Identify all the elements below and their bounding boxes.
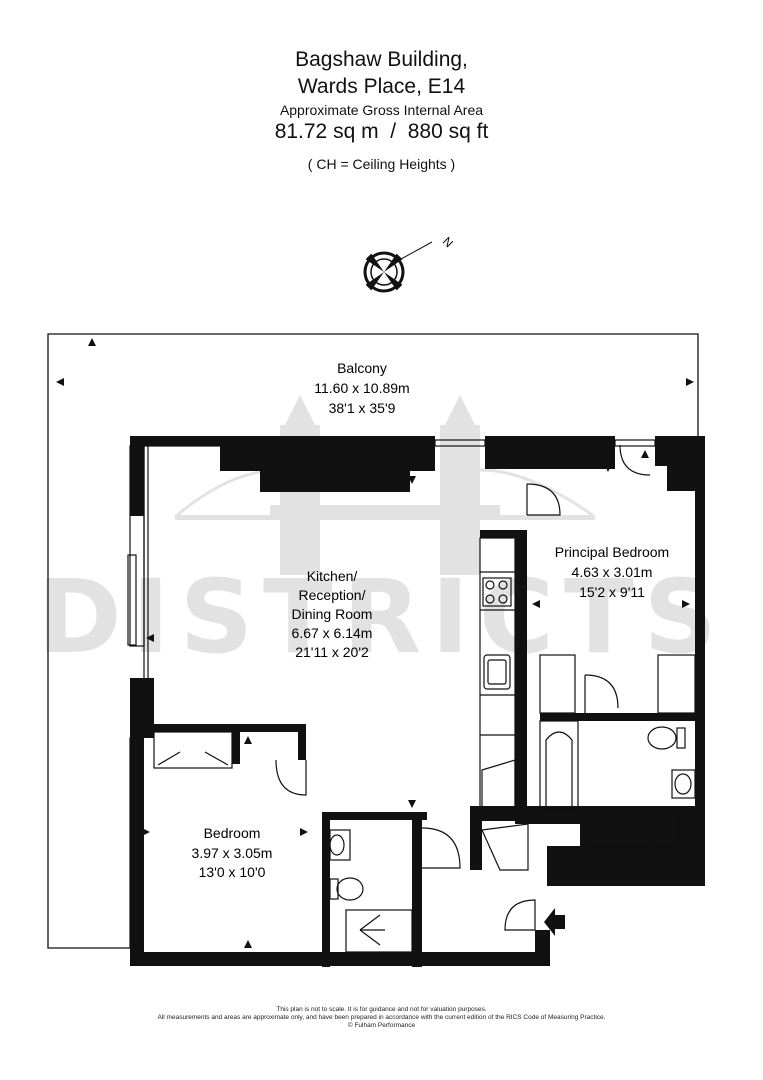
balcony-metric: 11.60 x 10.89m [314, 380, 409, 396]
balcony-name: Balcony [337, 360, 387, 376]
balcony-imperial: 38'1 x 35'9 [329, 400, 396, 416]
sink-icon [483, 654, 511, 690]
hob-icon [482, 577, 512, 607]
plan-header: Bagshaw Building, Wards Place, E14 Appro… [0, 46, 763, 173]
kitchen-metric: 6.67 x 6.14m [292, 625, 373, 641]
bedroom-wardrobe [153, 731, 307, 796]
toilet-icon [647, 726, 686, 750]
watermark: DISTRICTS [37, 395, 727, 677]
compass-north-label: N [440, 234, 456, 250]
second-toilet-icon [329, 877, 364, 901]
kitchen-imperial: 21'11 x 20'2 [295, 644, 369, 660]
kitchen-name-3: Dining Room [292, 606, 373, 622]
plan-disclaimer: This plan is not to scale. It is for gui… [0, 1006, 763, 1030]
bathroom-door-swing [421, 827, 461, 869]
entrance-door [504, 899, 536, 931]
balcony-outline [47, 333, 699, 949]
floor-plan: DISTRICTS N [37, 234, 727, 967]
ceiling-heights-note: ( CH = Ceiling Heights ) [307, 156, 456, 172]
walls [130, 436, 705, 967]
bridge-watermark-icon [174, 395, 596, 575]
room-arrows [142, 450, 690, 948]
watermark-text: DISTRICTS [37, 558, 727, 677]
basin-icon [671, 769, 696, 799]
bath-icon [539, 720, 579, 810]
windows [127, 439, 656, 949]
disclaimer-line-1: This plan is not to scale. It is for gui… [276, 1006, 487, 1013]
principal-bedroom-metric: 4.63 x 3.01m [572, 564, 653, 580]
bedroom-metric: 3.97 x 3.05m [192, 845, 273, 861]
bedroom-name: Bedroom [204, 825, 261, 841]
building-name: Bagshaw Building, [295, 48, 468, 71]
entrance-arrow-icon [544, 908, 565, 936]
disclaimer-line-2: All measurements and areas are approxima… [157, 1014, 606, 1021]
kitchen-name-2: Reception/ [299, 587, 366, 603]
principal-bedroom-fittings [526, 444, 696, 714]
area-label: Approximate Gross Internal Area [279, 102, 484, 118]
second-basin-icon [329, 829, 351, 861]
shower-tray-icon [586, 813, 680, 848]
bedroom-label: Bedroom 3.97 x 3.05m 13'0 x 10'0 [192, 825, 273, 880]
building-address: Wards Place, E14 [297, 75, 466, 98]
principal-bedroom-imperial: 15'2 x 9'11 [579, 584, 645, 600]
compass-icon: N [363, 234, 456, 293]
hall-cupboards [481, 759, 529, 871]
bedroom-imperial: 13'0 x 10'0 [199, 864, 266, 880]
kitchen-label: Kitchen/ Reception/ Dining Room 6.67 x 6… [292, 568, 373, 660]
principal-bedroom-label: Principal Bedroom 4.63 x 3.01m 15'2 x 9'… [555, 544, 669, 600]
copyright-line: © Fulham Performance [347, 1022, 416, 1029]
principal-bedroom-name: Principal Bedroom [555, 544, 669, 560]
balcony-label: Balcony 11.60 x 10.89m 38'1 x 35'9 [314, 360, 409, 416]
area-value: 81.72 sq m / 880 sq ft [274, 120, 489, 143]
kitchen-name-1: Kitchen/ [307, 568, 358, 584]
second-shower-icon [345, 909, 413, 953]
